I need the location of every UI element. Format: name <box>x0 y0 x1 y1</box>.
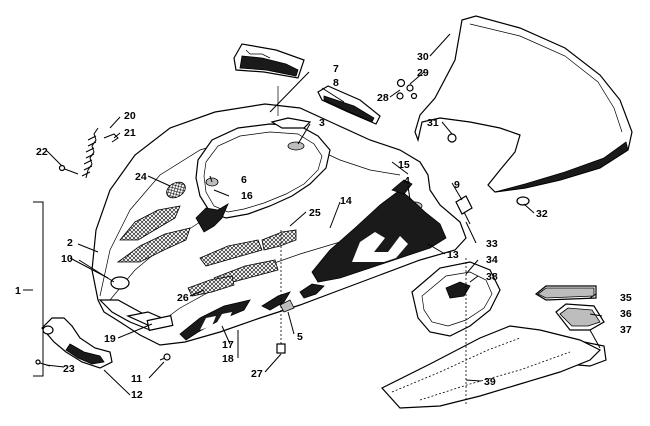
callout-5: 5 <box>297 331 303 343</box>
callout-16: 16 <box>241 190 253 202</box>
spring-hook <box>103 133 119 143</box>
callout-3: 3 <box>319 117 325 129</box>
callout-17: 17 <box>222 339 234 351</box>
hood-retainer-27 <box>276 343 286 354</box>
callout-38: 38 <box>486 271 498 283</box>
callout-34: 34 <box>486 254 498 266</box>
callout-39: 39 <box>484 376 496 388</box>
fastener-11 <box>159 353 171 361</box>
callout-22: 22 <box>36 146 48 158</box>
hood-latch <box>455 195 473 225</box>
pad-36 <box>555 303 605 331</box>
callout-8: 8 <box>333 77 339 89</box>
callout-29: 29 <box>417 67 429 79</box>
callout-12: 12 <box>131 389 143 401</box>
callout-10: 10 <box>61 253 73 265</box>
windshield-screws <box>396 78 418 100</box>
callout-30: 30 <box>417 51 429 63</box>
windshield <box>414 15 633 193</box>
callout-35: 35 <box>620 292 632 304</box>
windshield-grommet <box>516 196 530 206</box>
hood-spring <box>81 127 99 179</box>
hood-side-decal <box>179 179 447 341</box>
callout-24: 24 <box>135 171 147 183</box>
callout-32: 32 <box>536 208 548 220</box>
callout-2: 2 <box>67 237 73 249</box>
callout-18: 18 <box>222 353 234 365</box>
callout-36: 36 <box>620 308 632 320</box>
callout-25: 25 <box>309 207 321 219</box>
callout-15: 15 <box>398 159 410 171</box>
hood-retainer-5 <box>279 299 295 313</box>
hood <box>91 103 467 346</box>
callout-20: 20 <box>124 110 136 122</box>
callout-13: 13 <box>447 249 459 261</box>
callout-14: 14 <box>340 195 352 207</box>
hood-top-pad <box>233 43 305 79</box>
skid-plate <box>381 325 602 409</box>
spring-screw <box>58 164 79 175</box>
callout-23: 23 <box>63 363 75 375</box>
callout-37: 37 <box>620 324 632 336</box>
callout-9: 9 <box>454 179 460 191</box>
callout-7: 7 <box>333 63 339 75</box>
leader-lines <box>23 33 603 396</box>
callout-labels: 1 2 3 4 5 6 7 8 9 10 11 12 13 14 15 16 1… <box>15 51 632 401</box>
callout-11: 11 <box>131 373 142 385</box>
windshield-rivet <box>447 133 457 143</box>
callout-21: 21 <box>124 127 136 139</box>
nose-piece <box>41 317 113 369</box>
callout-19: 19 <box>104 333 116 345</box>
callout-26: 26 <box>177 292 189 304</box>
callout-28: 28 <box>377 92 389 104</box>
callout-27: 27 <box>251 368 263 380</box>
callout-1: 1 <box>15 285 21 297</box>
pad-35 <box>534 285 597 301</box>
callout-31: 31 <box>427 117 439 129</box>
storage-tray <box>411 261 501 337</box>
callout-6: 6 <box>241 174 247 186</box>
callout-4: 4 <box>404 175 410 187</box>
callout-33: 33 <box>486 238 498 250</box>
